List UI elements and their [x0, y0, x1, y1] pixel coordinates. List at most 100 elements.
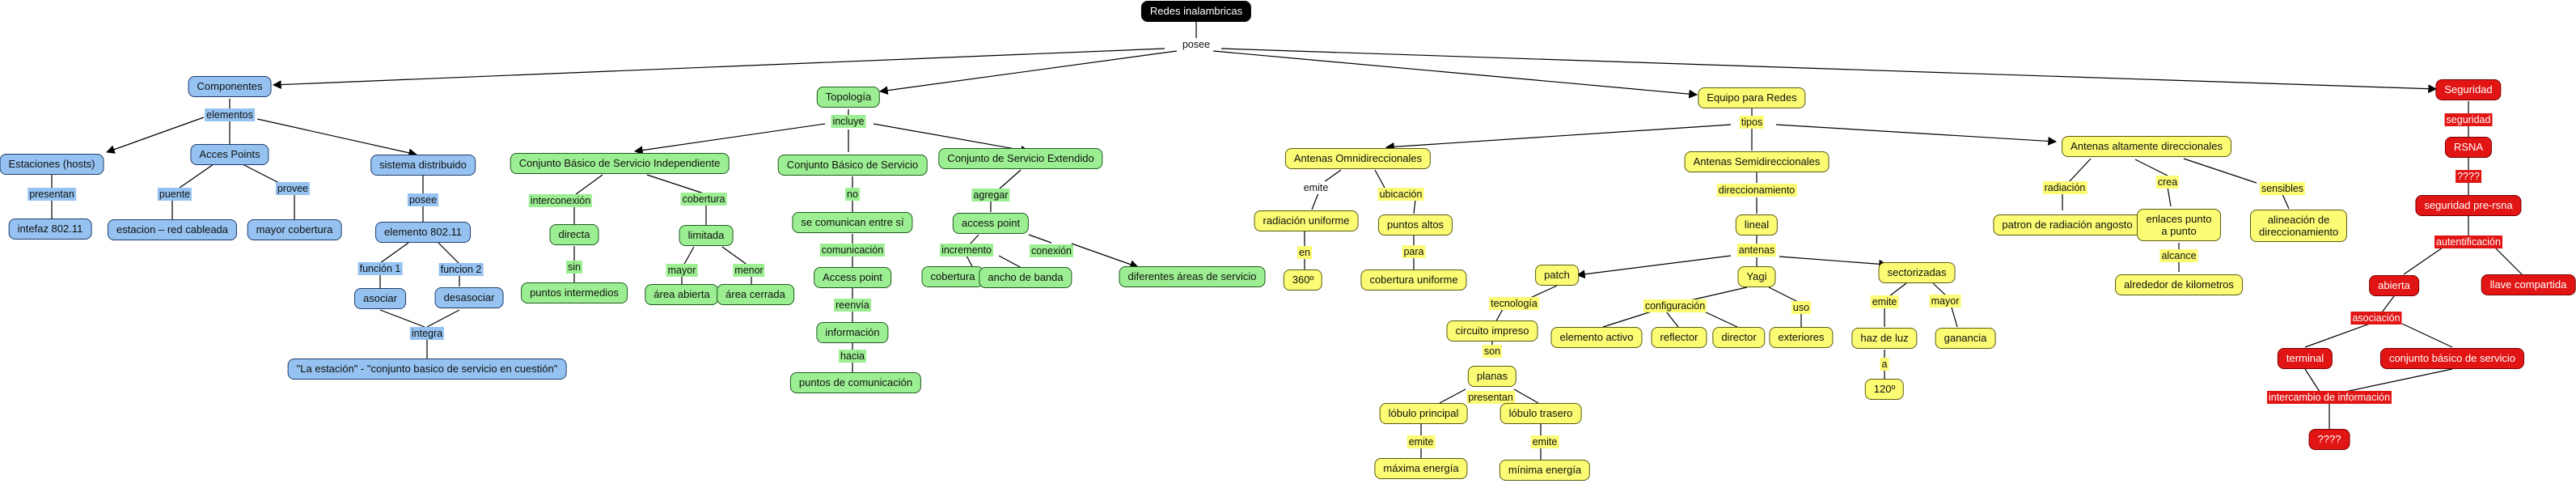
node-desasociar: desasociar [434, 287, 504, 308]
node-rsna: RSNA [2444, 137, 2493, 158]
link-configuracion: configuración [1643, 299, 1707, 312]
node-cbsi: Conjunto Básico de Servicio Independient… [510, 153, 730, 174]
node-access-point-lower: access point [952, 213, 1030, 234]
node-omni: Antenas Omnidireccionales [1284, 148, 1432, 169]
link-en: en [1297, 246, 1312, 259]
node-maxima-energia: máxima energía [1374, 458, 1468, 479]
node-patron: patron de radiación angosto [1993, 214, 2142, 236]
node-llave-compartida: llave compartida [2481, 274, 2576, 295]
node-reflector: reflector [1651, 327, 1707, 348]
link-asociacion: asociación [2350, 312, 2402, 325]
node-estacion-red: estacion – red cableada [107, 219, 238, 240]
link-emite-omni: emite [1301, 181, 1330, 194]
link-incluye: incluye [831, 115, 866, 128]
link-a: a [1880, 358, 1889, 371]
link-posee-sd: posee [407, 193, 439, 206]
link-radiacion: radiación [2042, 181, 2087, 194]
node-la-estacion: "La estación" - "conjunto basico de serv… [287, 359, 567, 380]
link-incremento: incremento [940, 244, 993, 257]
node-ganancia: ganancia [1935, 328, 1996, 349]
link-para: para [1402, 245, 1426, 258]
node-lobulo-trasero: lóbulo trasero [1499, 403, 1582, 424]
node-elemento-80211: elemento 802.11 [375, 222, 471, 243]
link-interconexion: interconexión [528, 194, 593, 207]
node-asociar: asociar [354, 288, 406, 309]
link-uso: uso [1791, 301, 1812, 314]
node-seguridad: Seguridad [2435, 79, 2502, 100]
node-cobertura-uniforme: cobertura uniforme [1360, 269, 1467, 291]
link-elementos: elementos [205, 108, 255, 121]
link-tipos: tipos [1739, 116, 1765, 129]
node-componentes: Componentes [188, 76, 272, 97]
link-emite-lobulo-trasero: emite [1530, 435, 1559, 448]
node-puntos-intermedios: puntos intermedios [521, 282, 628, 303]
node-radiacion-uniforme: radiación uniforme [1254, 210, 1359, 231]
link-tecnologia: tecnología [1489, 297, 1539, 310]
link-autentificacion: autentificación [2434, 236, 2502, 248]
node-equipo: Equipo para Redes [1698, 87, 1806, 108]
link-sensibles: sensibles [2259, 182, 2306, 195]
link-emite-lobulo-principal: emite [1406, 435, 1436, 448]
link-sin: sin [566, 261, 582, 274]
node-alineacion: alineación de direccionamiento [2250, 210, 2347, 242]
node-directa: directa [549, 224, 599, 245]
node-lineal: lineal [1735, 214, 1779, 236]
node-cse: Conjunto de Servicio Extendido [938, 148, 1103, 169]
node-diferentes-areas: diferentes áreas de servicio [1119, 266, 1266, 287]
node-minima-energia: mínima energía [1499, 460, 1591, 481]
link-ubicacion: ubicación [1377, 188, 1424, 201]
link-son: son [1482, 345, 1503, 358]
node-se-comunican: se comunican entre sí [792, 212, 913, 233]
node-sectorizadas: sectorizadas [1878, 262, 1956, 283]
link-funcion-2: funcion 2 [438, 263, 484, 276]
node-puntos-comunicacion: puntos de comunicación [789, 372, 922, 393]
node-ancho-banda: ancho de banda [979, 267, 1072, 288]
link-intercambio: intercambio de información [2266, 391, 2392, 404]
node-cobertura: cobertura [921, 266, 984, 287]
node-360: 360º [1283, 269, 1323, 291]
node-elemento-activo: elemento activo [1550, 327, 1643, 348]
node-terminal: terminal [2277, 348, 2333, 369]
link-reenvia: reenvía [834, 299, 871, 312]
link-alcance: alcance [2159, 249, 2198, 262]
link-presentan: presentan [1466, 391, 1515, 404]
node-planas: planas [1467, 366, 1517, 387]
node-exteriores: exteriores [1769, 327, 1834, 348]
node-alrededor: alrededor de kilometros [2115, 274, 2243, 295]
link-puente: puente [157, 188, 192, 201]
link-mayor: mayor [666, 264, 698, 277]
link-antenas: antenas [1736, 244, 1777, 257]
node-acces-points: Acces Points [190, 144, 269, 165]
link-mayor-sector: mayor [1929, 295, 1961, 308]
node-puntos-altos: puntos altos [1377, 214, 1453, 236]
root-node: Redes inalambricas [1140, 1, 1252, 22]
node-patch: patch [1535, 265, 1579, 286]
node-enlaces: enlaces punto a punto [2137, 209, 2221, 241]
node-semi: Antenas Semidireccionales [1684, 151, 1829, 172]
node-question: ???? [2308, 429, 2350, 450]
node-yagi: Yagi [1737, 266, 1776, 287]
link-crea: crea [2155, 176, 2180, 189]
node-pre-rsna: seguridad pre-rsna [2415, 195, 2522, 216]
link-agregar: agregar [971, 189, 1010, 202]
node-altamente: Antenas altamente direccionales [2062, 136, 2231, 157]
node-abierta: abierta [2369, 275, 2419, 296]
link-seguridad: seguridad [2444, 113, 2493, 126]
link-cobertura: cobertura [680, 193, 727, 206]
link-emite-sector: emite [1870, 295, 1899, 308]
node-area-cerrada: área cerrada [717, 284, 794, 305]
node-intefaz: intefaz 802.11 [8, 219, 92, 240]
node-cbs: Conjunto Básico de Servicio [777, 155, 928, 176]
node-haz-luz: haz de luz [1851, 328, 1918, 349]
node-topologia: Topología [816, 87, 881, 108]
node-estaciones: Estaciones (hosts) [0, 154, 104, 175]
link-presentan: presentan [27, 188, 76, 201]
node-sistema-distribuido: sistema distribuido [370, 155, 476, 176]
node-cbs-seguridad: conjunto básico de servicio [2379, 348, 2525, 369]
node-access-point: Access point [814, 267, 891, 288]
link-question: ???? [2455, 170, 2481, 183]
link-funcion-1: función 1 [357, 262, 403, 275]
node-lobulo-principal: lóbulo principal [1379, 403, 1468, 424]
link-no: no [845, 188, 860, 201]
